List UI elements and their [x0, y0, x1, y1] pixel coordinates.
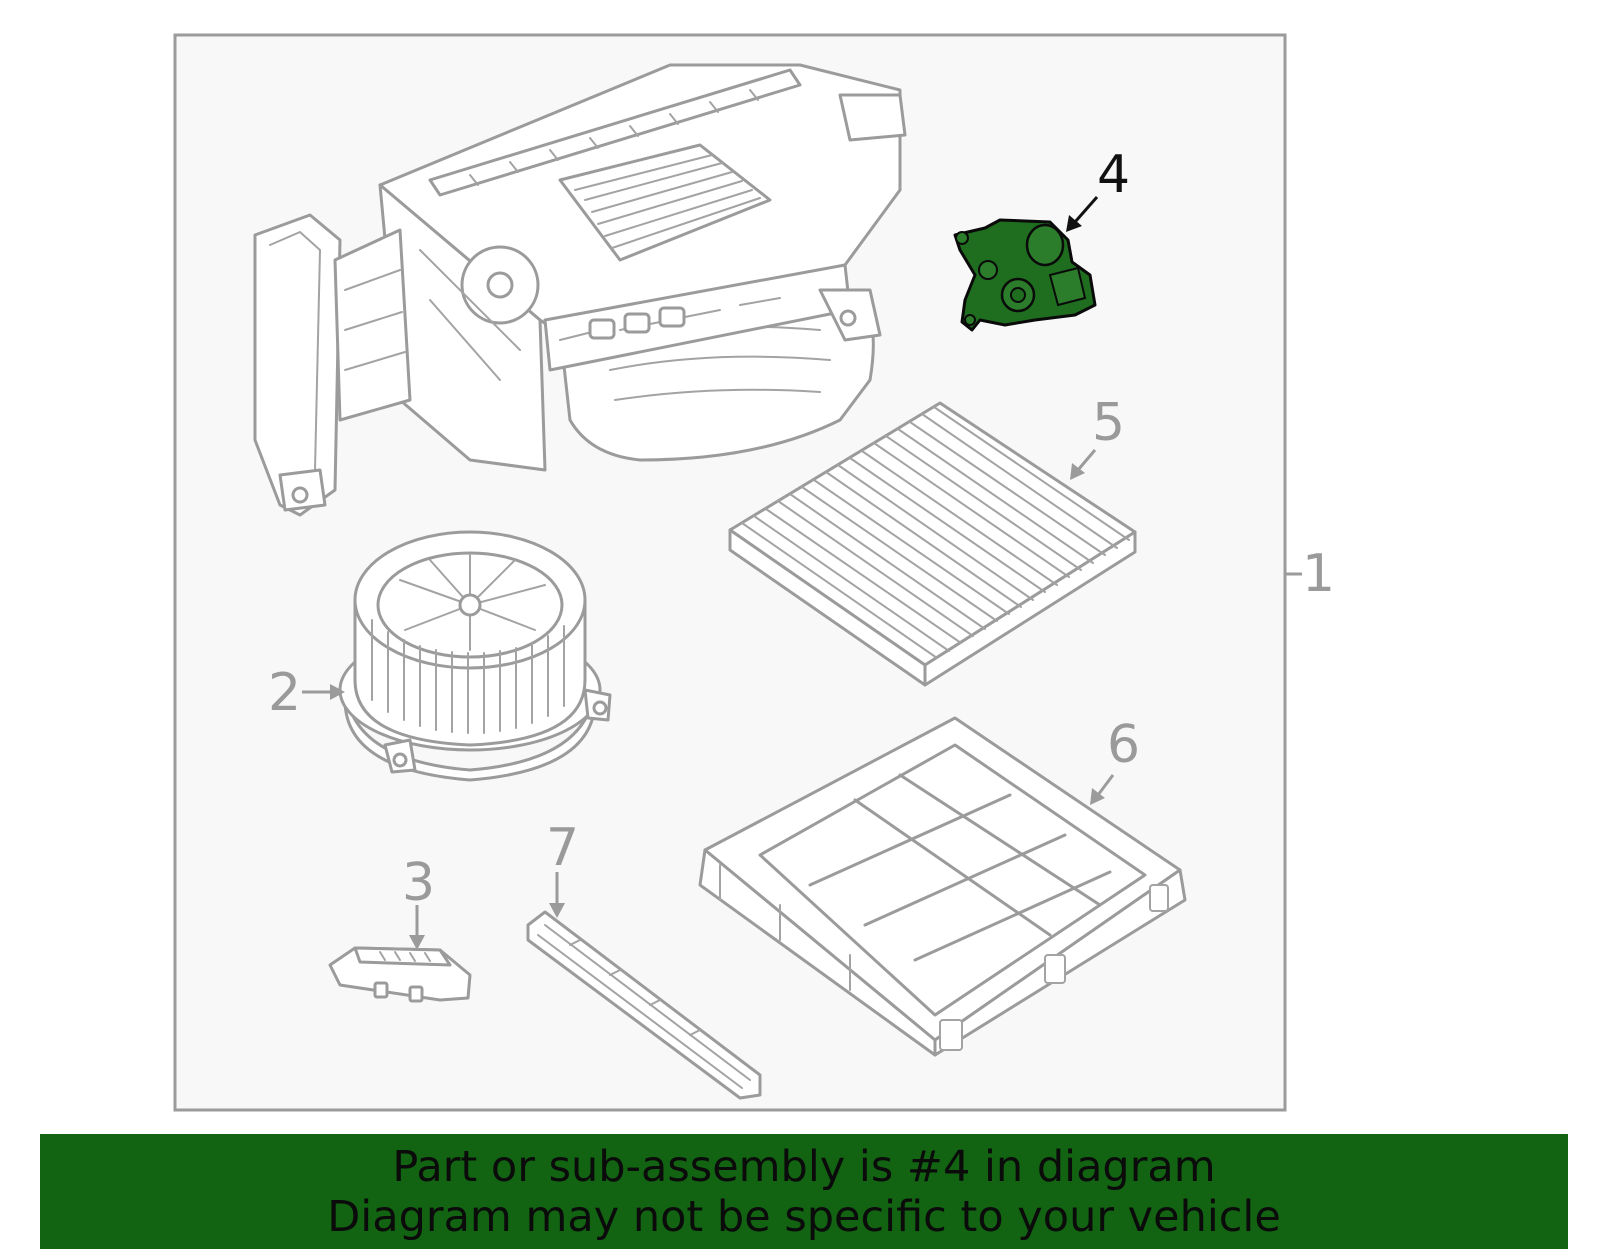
callout-2: 2 — [268, 663, 301, 723]
callout-4: 4 — [1097, 145, 1130, 205]
leader-line-4 — [1066, 196, 1099, 232]
blower-motor-wheel[interactable] — [338, 530, 612, 782]
callout-5: 5 — [1092, 393, 1125, 453]
callout-3: 3 — [402, 853, 435, 913]
info-banner: Part or sub-assembly is #4 in diagram Di… — [40, 1134, 1568, 1249]
seal-strip[interactable] — [526, 910, 762, 1100]
banner-line-part: Part or sub-assembly is #4 in diagram — [392, 1142, 1216, 1192]
banner-line-disclaimer: Diagram may not be specific to your vehi… — [327, 1192, 1281, 1242]
hvac-housing-assembly[interactable] — [253, 63, 907, 517]
leader-lines — [302, 449, 1302, 950]
callout-1: 1 — [1302, 544, 1335, 604]
actuator-part-4[interactable] — [953, 218, 1097, 332]
callout-7: 7 — [546, 818, 579, 878]
callout-6: 6 — [1107, 715, 1140, 775]
filter-frame[interactable] — [698, 716, 1187, 1057]
cabin-air-filter[interactable] — [728, 401, 1137, 687]
blower-resistor[interactable] — [328, 946, 472, 1003]
